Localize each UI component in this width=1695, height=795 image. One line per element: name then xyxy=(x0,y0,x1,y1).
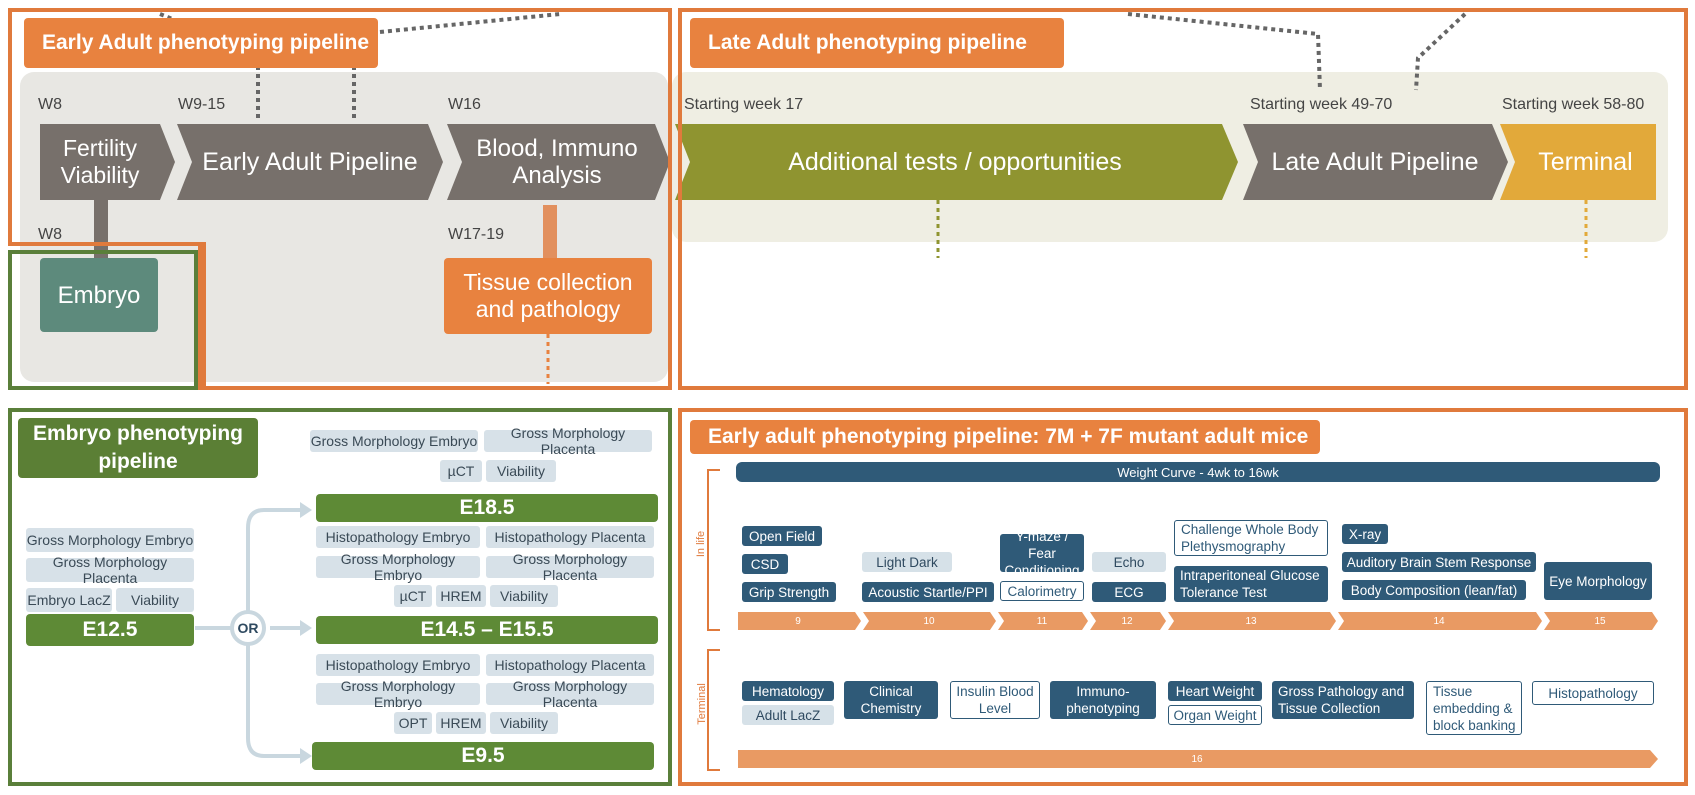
tissue-collection-stage: Tissue collection and pathology xyxy=(444,258,652,334)
test-box: Intraperitoneal Glucose Tolerance Test xyxy=(1174,566,1328,602)
week-tick: 15 xyxy=(1594,615,1606,627)
in-life-label: In life xyxy=(695,530,707,558)
late-adult-frame xyxy=(678,8,1688,390)
test-box: Insulin Blood Level xyxy=(950,681,1040,719)
test-chip: Viability xyxy=(490,712,558,734)
test-chip: Gross Morphology Embryo xyxy=(26,528,194,552)
test-chip: HREM xyxy=(436,585,486,607)
test-box: ECG xyxy=(1092,582,1166,602)
or-circle: OR xyxy=(230,610,266,646)
test-box: Hematology xyxy=(742,681,834,701)
late-adult-pipeline-stage: Late Adult Pipeline xyxy=(1271,147,1479,176)
week-tick: 12 xyxy=(1121,615,1133,627)
test-chip: HREM xyxy=(436,712,486,734)
terminal-week-tick: 16 xyxy=(1191,753,1203,765)
test-chip: OPT xyxy=(394,712,432,734)
early-detail-frame xyxy=(678,408,1688,786)
early-adult-frame-lower xyxy=(202,242,672,390)
test-box: Gross Pathology and Tissue Collection xyxy=(1272,681,1414,719)
test-box: Tissue embedding & block banking xyxy=(1426,681,1522,735)
test-box: Echo xyxy=(1092,552,1166,572)
test-chip: Histopathology Embryo xyxy=(316,526,480,548)
week-label: Starting week 17 xyxy=(684,96,804,113)
test-box: Immuno-phenotyping xyxy=(1050,681,1156,719)
test-box: Grip Strength xyxy=(742,582,836,602)
test-chip: µCT xyxy=(394,585,432,607)
week-tick: 10 xyxy=(923,615,935,627)
test-box: Heart Weight xyxy=(1168,681,1262,701)
late-adult-title: Late Adult phenotyping pipeline xyxy=(690,18,1064,68)
early-adult-chevron xyxy=(177,124,443,200)
weight-curve-bar: Weight Curve - 4wk to 16wk xyxy=(736,462,1660,482)
test-box: Organ Weight xyxy=(1168,705,1262,725)
fertility-chevron xyxy=(40,124,175,200)
week-tick: 11 xyxy=(1036,615,1048,627)
test-box: Eye Morphology xyxy=(1544,562,1652,600)
test-chip: Histopathology Placenta xyxy=(486,654,654,676)
e12-5-bar: E12.5 xyxy=(26,614,194,646)
week-label: W9-15 xyxy=(178,96,226,113)
test-box: Open Field xyxy=(742,526,822,546)
test-chip: Gross Morphology Placenta xyxy=(486,678,654,710)
test-chip: Gross Morphology Placenta xyxy=(484,425,652,457)
terminal-label: Terminal xyxy=(696,683,708,725)
embryo-title: Embryo phenotyping pipeline xyxy=(18,418,258,478)
week-label: Starting week 49-70 xyxy=(1250,96,1393,113)
test-box: Challenge Whole Body Plethysmography xyxy=(1174,520,1328,556)
week-label: Starting week 58-80 xyxy=(1502,96,1645,113)
additional-tests-stage: Additional tests / opportunities xyxy=(788,147,1122,176)
test-chip: Gross Morphology Embryo xyxy=(316,551,480,583)
week-label: W8 xyxy=(38,226,62,243)
test-box: Acoustic Startle/PPI xyxy=(862,582,994,602)
test-box: Calorimetry xyxy=(1000,581,1084,601)
embryo-frame xyxy=(8,408,672,786)
test-chip: Gross Morphology Placenta xyxy=(486,551,654,583)
week-tick: 14 xyxy=(1433,615,1445,627)
test-chip: Viability xyxy=(486,460,556,482)
terminal-stage: Terminal xyxy=(1538,147,1633,176)
test-chip: Embryo LacZ xyxy=(26,588,112,612)
test-box: X-ray xyxy=(1342,524,1388,544)
terminal-chevron xyxy=(1500,124,1656,200)
week-label: W16 xyxy=(448,96,481,113)
test-chip: Gross Morphology Embryo xyxy=(310,430,478,452)
blood-chevron xyxy=(447,124,670,200)
additional-chevron xyxy=(675,124,1238,200)
e18-5-bar: E18.5 xyxy=(316,494,658,522)
test-box: CSD xyxy=(742,554,788,574)
test-chip: Histopathology Embryo xyxy=(316,654,480,676)
test-chip: Histopathology Placenta xyxy=(486,526,654,548)
e9-5-bar: E9.5 xyxy=(312,742,654,770)
embryo-stage: Embryo xyxy=(40,258,158,332)
test-chip: Gross Morphology Embryo xyxy=(316,678,480,710)
test-chip: Gross Morphology Placenta xyxy=(26,554,194,586)
early-adult-frame xyxy=(8,8,672,246)
week-tick: 9 xyxy=(795,615,801,627)
late-adult-chevron xyxy=(1243,124,1508,200)
test-box: Auditory Brain Stem Response xyxy=(1342,552,1536,572)
early-adult-title: Early Adult phenotyping pipeline xyxy=(24,18,378,68)
test-box: Body Composition (lean/fat) xyxy=(1342,580,1526,600)
week-label: W8 xyxy=(38,96,62,113)
test-box: Adult LacZ xyxy=(742,705,834,725)
week-tick: 13 xyxy=(1245,615,1257,627)
test-box: Clinical Chemistry xyxy=(844,681,938,719)
test-box: Y-maze / Fear Conditioning xyxy=(1000,529,1084,578)
blood-immuno-stage: Blood, Immuno Analysis xyxy=(476,135,638,189)
test-chip: µCT xyxy=(440,460,482,482)
test-box: Histopathology xyxy=(1532,681,1654,705)
fertility-viability-stage: Fertility Viability xyxy=(60,135,140,188)
test-box: Light Dark xyxy=(862,552,952,572)
embryo-mini-frame xyxy=(8,250,198,390)
early-adult-pipeline-stage: Early Adult Pipeline xyxy=(202,147,418,176)
test-chip: Viability xyxy=(490,585,558,607)
week-label: W17-19 xyxy=(448,226,505,243)
test-chip: Viability xyxy=(116,588,194,612)
e14-5-bar: E14.5 – E15.5 xyxy=(316,616,658,644)
early-detail-title: Early adult phenotyping pipeline: 7M + 7… xyxy=(690,420,1320,454)
